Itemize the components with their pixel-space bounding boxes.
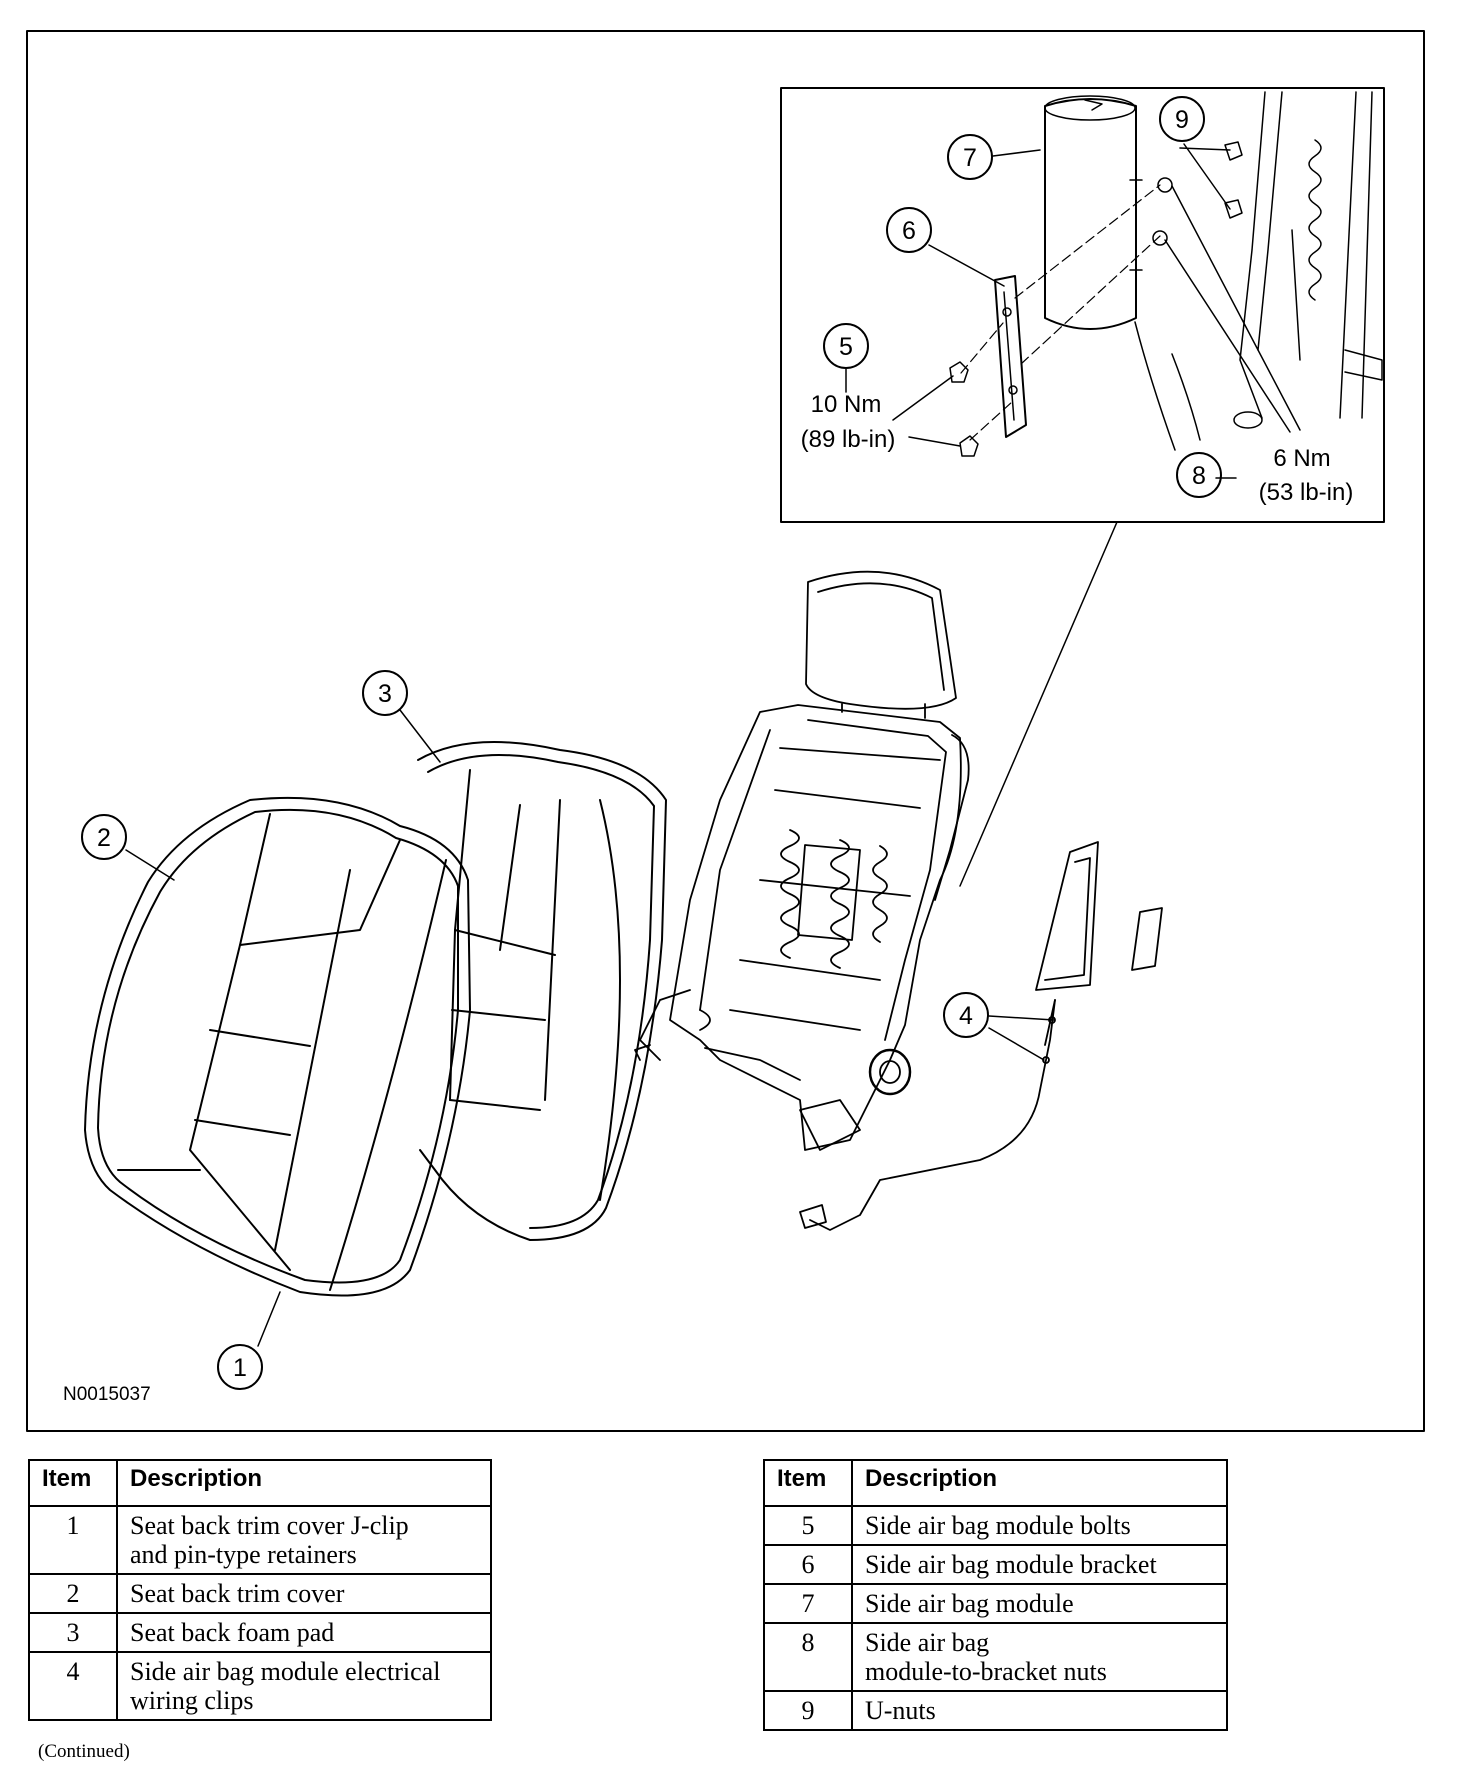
callout-label-4: 4	[959, 1002, 973, 1030]
legend-item-description: U-nuts	[851, 1690, 1228, 1731]
legend-header-description: Description	[851, 1459, 1228, 1507]
legend-row: 9 U-nuts	[763, 1690, 1228, 1731]
figure-frame	[26, 30, 1425, 1432]
inset-leaders	[845, 143, 1301, 479]
legend-header-row: Item Description	[28, 1459, 492, 1507]
exploded-seat-diagram: 1 2 3 4 5 6 7 8 9 10 Nm (89 lb-in) 6 Nm …	[26, 30, 1425, 1432]
legend-table-right: Item Description 5 Side air bag module b…	[763, 1459, 1228, 1731]
legend-row: 2 Seat back trim cover	[28, 1573, 492, 1614]
callout-label-7: 7	[963, 144, 977, 172]
nut-torque-lbin: (53 lb-in)	[1259, 479, 1354, 506]
callout-circles	[81, 96, 1222, 1390]
legend-item-number: 7	[763, 1583, 853, 1624]
bolt-torque-nm: 10 Nm	[811, 391, 882, 418]
seat-back-trim-cover	[84, 796, 471, 1297]
callout-circle-7	[947, 134, 993, 180]
callout-label-5: 5	[839, 333, 853, 361]
main-leaders	[125, 709, 1055, 1347]
legend-item-number: 5	[763, 1505, 853, 1546]
continued-note: (Continued)	[38, 1741, 130, 1762]
legend-header-row: Item Description	[763, 1459, 1228, 1507]
legend-header-item: Item	[28, 1459, 118, 1507]
callout-label-1: 1	[233, 1354, 247, 1382]
inset-detail	[845, 91, 1383, 479]
inset-seat-frame	[1134, 91, 1383, 451]
callout-label-8: 8	[1192, 462, 1206, 490]
legend-item-description: Seat back trim cover	[116, 1573, 492, 1614]
legend-item-number: 2	[28, 1573, 118, 1614]
legend-item-number: 3	[28, 1612, 118, 1653]
bolt-torque-lbin: (89 lb-in)	[801, 426, 896, 453]
callout-circle-8	[1176, 452, 1222, 498]
figure-id: N0015037	[63, 1384, 151, 1405]
module-nuts	[1152, 177, 1173, 246]
callout-circle-1	[217, 1344, 263, 1390]
callout-label-6: 6	[902, 217, 916, 245]
nut-torque-nm: 6 Nm	[1273, 445, 1330, 472]
legend-item-description: Side air bag module	[851, 1583, 1228, 1624]
side-air-bag-module-bolts	[949, 361, 979, 457]
callout-circle-4	[943, 992, 989, 1038]
side-air-bag-module	[1044, 95, 1143, 330]
legend-item-number: 6	[763, 1544, 853, 1585]
callout-label-3: 3	[378, 680, 392, 708]
side-air-bag-module-bracket	[994, 275, 1027, 438]
legend-item-number: 8	[763, 1622, 853, 1692]
legend-header-description: Description	[116, 1459, 492, 1507]
side-air-bag-module-main	[799, 841, 1163, 1231]
detail-inset-frame	[780, 87, 1385, 523]
seat-back-foam-pad	[417, 741, 667, 1241]
legend-row: 5 Side air bag module bolts	[763, 1505, 1228, 1546]
legend-row: 7 Side air bag module	[763, 1583, 1228, 1624]
callout-label-2: 2	[97, 824, 111, 852]
legend-header-item: Item	[763, 1459, 853, 1507]
inset-leader-line	[959, 521, 1118, 887]
legend-item-number: 1	[28, 1505, 118, 1575]
legend-item-number: 9	[763, 1690, 853, 1731]
callout-circle-5	[823, 323, 869, 369]
legend-item-description: Side air bag module bolts	[851, 1505, 1228, 1546]
callout-label-9: 9	[1175, 106, 1189, 134]
callout-circle-2	[81, 814, 127, 860]
legend-row: 6 Side air bag module bracket	[763, 1544, 1228, 1585]
seat-back-frame	[634, 570, 970, 1151]
callout-circle-6	[886, 207, 932, 253]
callout-circle-9	[1159, 96, 1205, 142]
legend-row: 3 Seat back foam pad	[28, 1612, 492, 1653]
u-nuts	[1224, 141, 1243, 219]
legend-table-left: Item Description 1 Seat back trim cover …	[28, 1459, 492, 1721]
legend-item-description: Seat back foam pad	[116, 1612, 492, 1653]
legend-item-description: Side air bag module bracket	[851, 1544, 1228, 1585]
callout-circle-3	[362, 670, 408, 716]
legend-item-number: 4	[28, 1651, 118, 1721]
